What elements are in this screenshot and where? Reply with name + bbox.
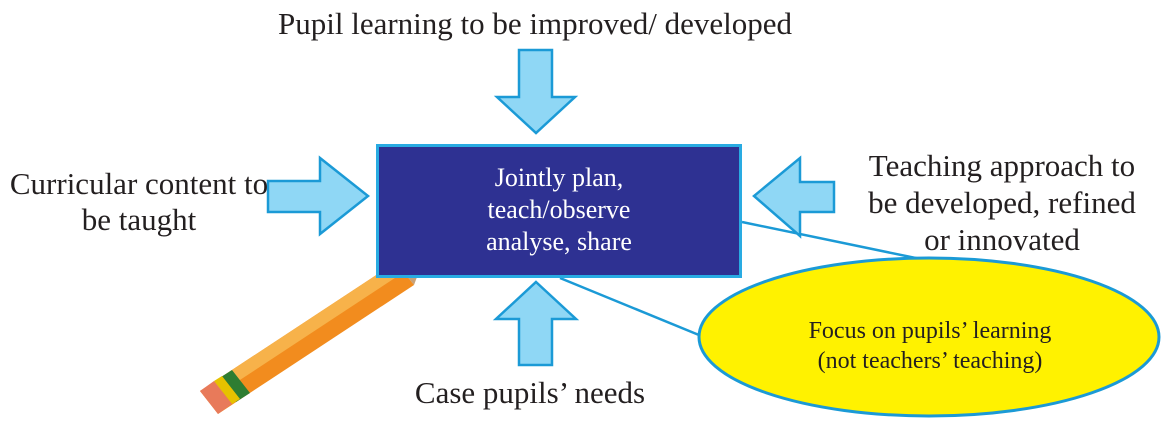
label-line: Teaching approach to xyxy=(868,148,1136,183)
focus-ellipse xyxy=(697,256,1161,418)
connector-line xyxy=(559,276,717,344)
label-line: be developed, refined xyxy=(868,185,1136,220)
arrow-down-icon xyxy=(493,48,579,135)
center-line: Jointly plan, xyxy=(494,163,624,192)
callout-line: Focus on pupils’ learning xyxy=(808,318,1052,344)
arrow-left-icon xyxy=(752,155,836,239)
center-line: analyse, share xyxy=(486,227,632,256)
pupil-learning-label: Pupil learning to be improved/ developed xyxy=(278,6,792,41)
curricular-content-label: Curricular content to be taught xyxy=(8,166,270,238)
center-line: teach/observe xyxy=(487,195,631,224)
callout-line: (not teachers’ teaching) xyxy=(817,348,1043,374)
connector-line xyxy=(741,220,936,264)
label-line: be taught xyxy=(81,202,197,237)
central-activity-box: Jointly plan, teach/observe analyse, sha… xyxy=(376,144,742,278)
teaching-approach-label: Teaching approach to be developed, refin… xyxy=(842,147,1162,258)
arrow-right-icon xyxy=(266,155,371,237)
pupils-needs-label: Case pupils’ needs xyxy=(414,375,646,410)
label-line: Curricular content to xyxy=(9,166,269,201)
arrow-up-icon xyxy=(492,280,580,367)
focus-callout-text: Focus on pupils’ learning (not teachers’… xyxy=(700,316,1160,376)
label-line: or innovated xyxy=(924,222,1080,257)
